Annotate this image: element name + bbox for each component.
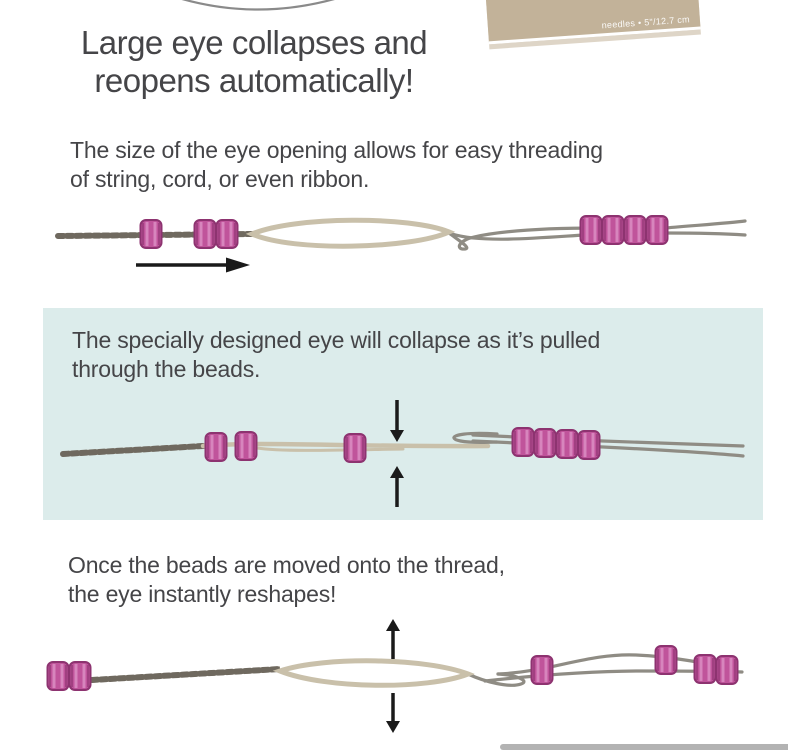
package-corner: needles • 5"/12.7 cm bbox=[485, 0, 701, 45]
bead bbox=[623, 214, 647, 246]
partial-circle-graphic bbox=[181, 0, 335, 11]
bead bbox=[645, 214, 669, 246]
headline-line1: Large eye collapses and bbox=[80, 24, 428, 61]
bead bbox=[555, 428, 579, 460]
bead bbox=[343, 432, 367, 464]
expand-arrow-up bbox=[386, 619, 400, 659]
bead bbox=[579, 214, 603, 246]
section1-line2: of string, cord, or even ribbon. bbox=[70, 165, 370, 192]
bead bbox=[46, 660, 70, 692]
bead bbox=[193, 218, 217, 250]
collapse-arrow-down bbox=[390, 400, 404, 442]
collapse-arrow-up bbox=[390, 466, 404, 507]
section3-line2: the eye instantly reshapes! bbox=[68, 580, 337, 607]
section1-line1: The size of the eye opening allows for e… bbox=[70, 137, 603, 163]
headline-line2: reopens automatically! bbox=[94, 62, 414, 99]
bead bbox=[654, 644, 678, 676]
section1-text: The size of the eye opening allows for e… bbox=[70, 136, 710, 193]
bead bbox=[68, 660, 92, 692]
section3-text: Once the beads are moved onto the thread… bbox=[68, 551, 708, 608]
needle-eye-reopened bbox=[272, 658, 475, 688]
bead bbox=[601, 214, 625, 246]
beads-on-thread bbox=[511, 426, 601, 461]
bead bbox=[204, 431, 228, 463]
bead bbox=[234, 430, 258, 462]
twisted-wire-needle bbox=[89, 666, 283, 683]
bead bbox=[577, 429, 601, 461]
direction-arrow-right bbox=[136, 257, 250, 273]
headline: Large eye collapses and reopens automati… bbox=[58, 24, 450, 100]
bead bbox=[139, 218, 163, 250]
bead bbox=[215, 218, 239, 250]
section2-line2: through the beads. bbox=[72, 355, 261, 382]
section3-line1: Once the beads are moved onto the thread… bbox=[68, 552, 505, 578]
circle-arc bbox=[181, 0, 335, 11]
twisted-wire-needle bbox=[60, 443, 206, 457]
beads-on-thread bbox=[579, 214, 669, 246]
section2-line1: The specially designed eye will collapse… bbox=[72, 327, 601, 353]
photo-edge-sliver bbox=[500, 744, 788, 750]
eye-reshaped-illustration bbox=[46, 619, 744, 733]
expand-arrow-down bbox=[386, 693, 400, 733]
bead bbox=[530, 654, 554, 686]
collapsed-eye-illustration bbox=[60, 400, 745, 507]
bead bbox=[715, 654, 739, 686]
section2-text: The specially designed eye will collapse… bbox=[72, 326, 712, 383]
highlight-box: The specially designed eye will collapse… bbox=[43, 308, 763, 520]
package-label: needles • 5"/12.7 cm bbox=[601, 14, 691, 31]
bead bbox=[693, 653, 717, 685]
bead bbox=[511, 426, 535, 458]
bead bbox=[533, 427, 557, 459]
beads-at-needle-end bbox=[46, 660, 92, 692]
needle-eye-open bbox=[245, 217, 456, 249]
open-eye-threading-illustration bbox=[55, 214, 747, 273]
